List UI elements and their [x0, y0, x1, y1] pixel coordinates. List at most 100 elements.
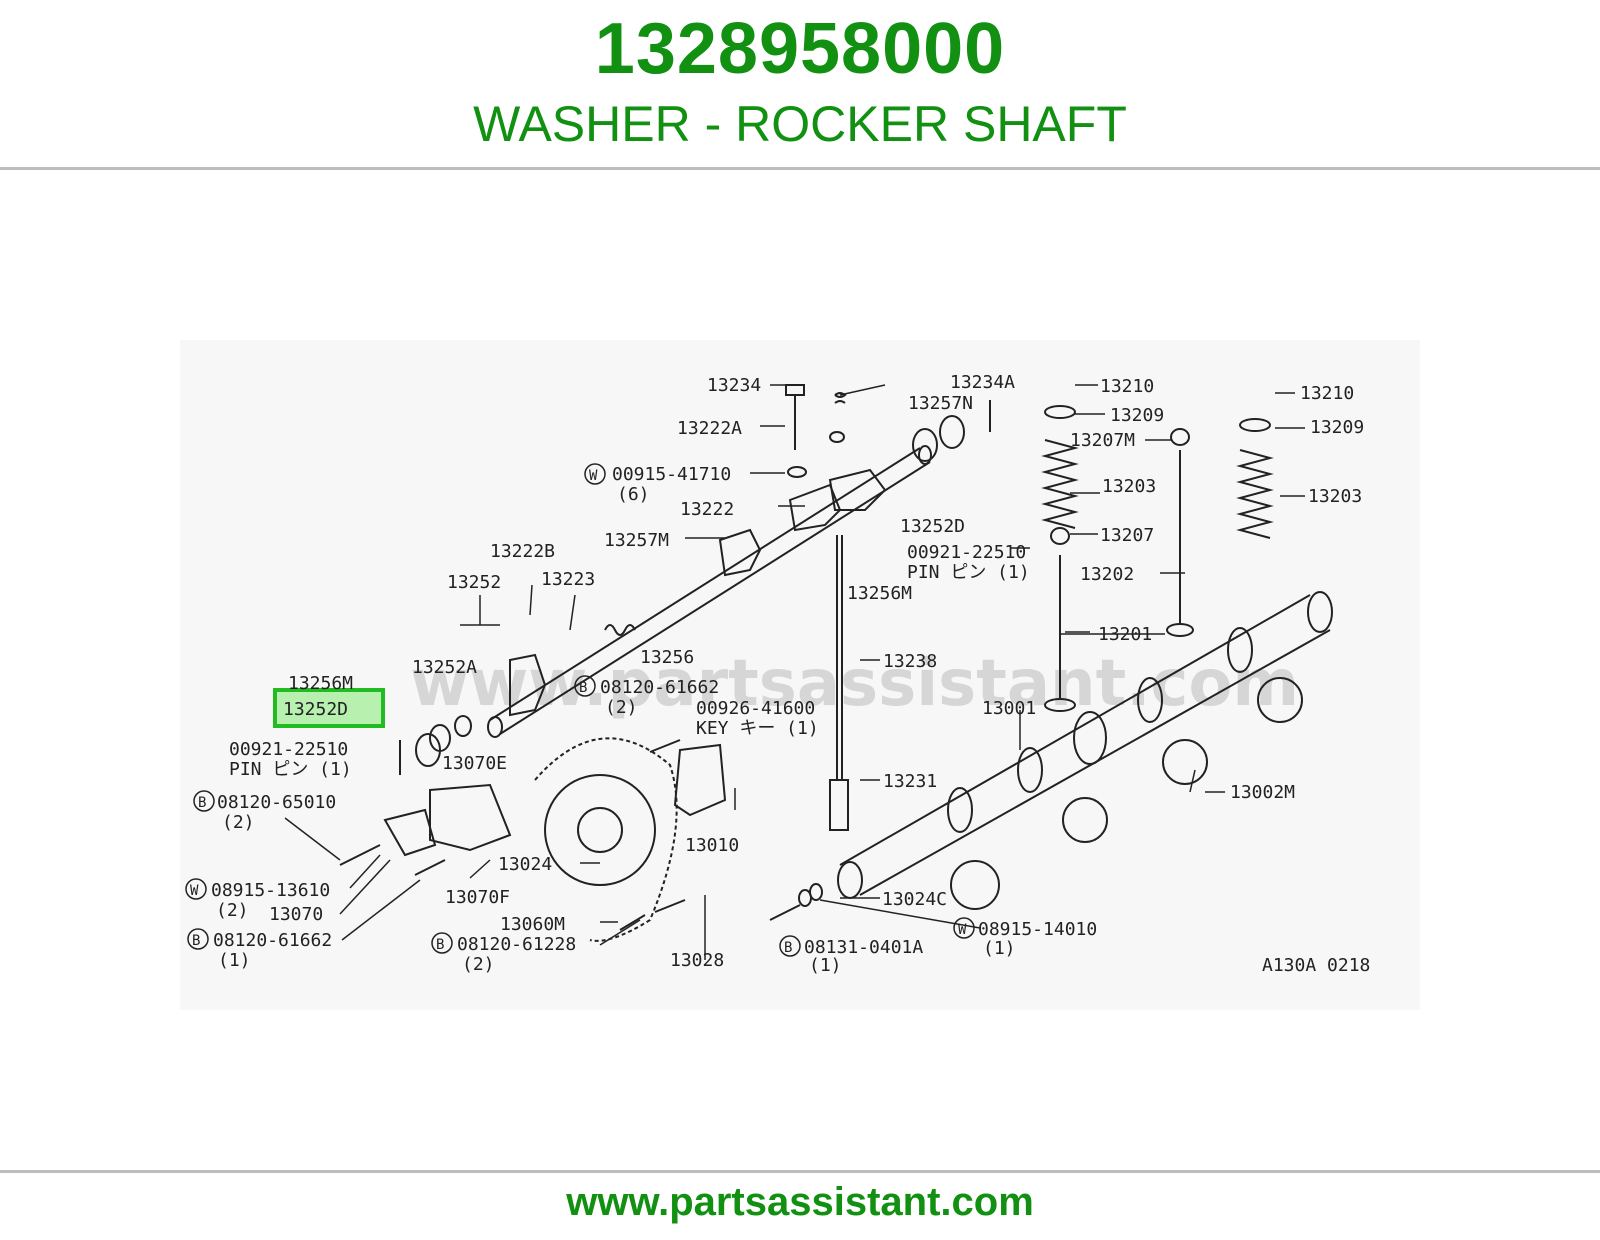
b-circle-letter: B [192, 933, 200, 949]
adjuster-13234 [834, 392, 847, 404]
label-13252A[interactable]: 13252A [412, 657, 477, 678]
label-13256[interactable]: 13256 [640, 647, 694, 668]
header-divider [0, 167, 1600, 170]
w-circle-letter: W [958, 922, 967, 938]
rocker-arm-3 [828, 468, 887, 511]
label-13070F[interactable]: 13070F [445, 887, 510, 908]
label-13223[interactable]: 13223 [541, 569, 595, 590]
guide-13070 [383, 808, 437, 857]
label-13222A[interactable]: 13222A [677, 418, 742, 439]
label-13238[interactable]: 13238 [883, 651, 937, 672]
highlighted-part-label[interactable]: 13252D [283, 699, 348, 720]
label-08915-14010[interactable]: 08915-14010 [978, 919, 1097, 940]
label-13070E[interactable]: 13070E [442, 753, 507, 774]
label-13028[interactable]: 13028 [670, 950, 724, 971]
label-13222B[interactable]: 13222B [490, 541, 555, 562]
label-00926-41600[interactable]: 00926-41600 [696, 698, 815, 719]
b-circle-icon [193, 790, 215, 812]
footer-url[interactable]: www.partsassistant.com [566, 1180, 1034, 1224]
label-13234A[interactable]: 13234A [950, 372, 1015, 393]
washer-13024C [809, 883, 823, 901]
guide-13070E [429, 783, 512, 852]
valve-head-13202 [1166, 623, 1194, 637]
label-13257M[interactable]: 13257M [604, 530, 669, 551]
seal-13207 [1050, 527, 1070, 545]
rocker-arm-1 [718, 528, 762, 577]
label-13207[interactable]: 13207 [1100, 525, 1154, 546]
b-circle-icon [187, 928, 209, 950]
camshaft-rear-end [1307, 591, 1333, 633]
label-08120-61662-bot[interactable]: 08120-61662 [213, 930, 332, 951]
bolt-08120-65010 [339, 844, 381, 866]
label-13210-b[interactable]: 13210 [1300, 383, 1354, 404]
spring-13203-a [1041, 439, 1079, 529]
label-08120-61662-top[interactable]: 08120-61662 [600, 677, 719, 698]
lifter-13231 [829, 779, 849, 831]
label-08120-61228-qty: (2) [462, 954, 495, 975]
label-08120-65010[interactable]: 08120-65010 [217, 792, 336, 813]
washer-13252A [454, 715, 472, 737]
label-13252D-top[interactable]: 13252D [900, 516, 965, 537]
label-13203-b[interactable]: 13203 [1308, 486, 1362, 507]
bearing-3 [1062, 797, 1108, 843]
label-00921-top[interactable]: 00921-22510 [907, 542, 1026, 563]
label-13234[interactable]: 13234 [707, 375, 761, 396]
label-08120-61228[interactable]: 08120-61228 [457, 934, 576, 955]
callout-labels: 13234 13234A 13257N 13222A W 00915-41710… [185, 372, 1370, 976]
label-13060M[interactable]: 13060M [500, 914, 565, 935]
label-13010[interactable]: 13010 [685, 835, 739, 856]
exploded-view-svg: www.partsassistant.com [180, 340, 1420, 1010]
label-13202[interactable]: 13202 [1080, 564, 1134, 585]
tensioner-13010 [673, 743, 727, 817]
spring-13203-b [1236, 449, 1274, 539]
washer-13257N [912, 428, 938, 462]
bearing-2 [1162, 739, 1208, 785]
retainer-13209-b [1239, 418, 1271, 432]
watermark-text: www.partsassistant.com [410, 647, 1299, 721]
cam-gear [1073, 711, 1107, 765]
highlight-box-13252D [273, 688, 385, 728]
sprocket-hub [577, 807, 623, 853]
bolt-08120-61662-top [649, 739, 681, 753]
label-13209-a[interactable]: 13209 [1110, 405, 1164, 426]
label-08915-13610[interactable]: 08915-13610 [211, 880, 330, 901]
label-13257N[interactable]: 13257N [908, 393, 973, 414]
label-13024[interactable]: 13024 [498, 854, 552, 875]
label-08915-13610-qty: (2) [216, 900, 249, 921]
label-00915-41710[interactable]: 00915-41710 [612, 464, 731, 485]
label-13256M[interactable]: 13256M [288, 673, 353, 694]
label-13256M-top[interactable]: 13256M [847, 583, 912, 604]
label-08131-qty: (1) [809, 955, 842, 976]
label-13231[interactable]: 13231 [883, 771, 937, 792]
part-13060M [619, 914, 646, 931]
page-header: 1328958000 WASHER - ROCKER SHAFT [0, 0, 1600, 168]
b-circle-letter: B [436, 937, 444, 953]
label-00921-left[interactable]: 00921-22510 [229, 739, 348, 760]
rocker-shaft-end [487, 716, 503, 738]
label-13210-a[interactable]: 13210 [1100, 376, 1154, 397]
label-13201[interactable]: 13201 [1098, 624, 1152, 645]
label-08131-0401A[interactable]: 08131-0401A [804, 937, 923, 958]
label-08120-61662-top-qty: (2) [605, 697, 638, 718]
rocker-shaft-bottom-edge [499, 461, 931, 735]
part-description: WASHER - ROCKER SHAFT [473, 96, 1127, 152]
part-number-title: 1328958000 [594, 9, 1006, 89]
bolt-08131 [769, 904, 801, 921]
label-13207M[interactable]: 13207M [1070, 430, 1135, 451]
bolt-08120-61662 [414, 859, 446, 876]
rocker-shaft-far-end [918, 445, 932, 465]
b-circle-letter: B [579, 680, 587, 696]
label-13209-b[interactable]: 13209 [1310, 417, 1364, 438]
label-13203-a[interactable]: 13203 [1102, 476, 1156, 497]
label-13222[interactable]: 13222 [680, 499, 734, 520]
rocker-arm-2 [788, 483, 842, 532]
label-00921-left-pin: PIN ピン (1) [229, 759, 352, 780]
label-13252[interactable]: 13252 [447, 572, 501, 593]
label-13002M[interactable]: 13002M [1230, 782, 1295, 803]
label-00921-top-pin: PIN ピン (1) [907, 562, 1030, 583]
cam-lobe-2 [1017, 747, 1043, 793]
label-13024C[interactable]: 13024C [882, 889, 947, 910]
w-circle-letter: W [589, 468, 598, 484]
label-13001[interactable]: 13001 [982, 698, 1036, 719]
label-13070[interactable]: 13070 [269, 904, 323, 925]
